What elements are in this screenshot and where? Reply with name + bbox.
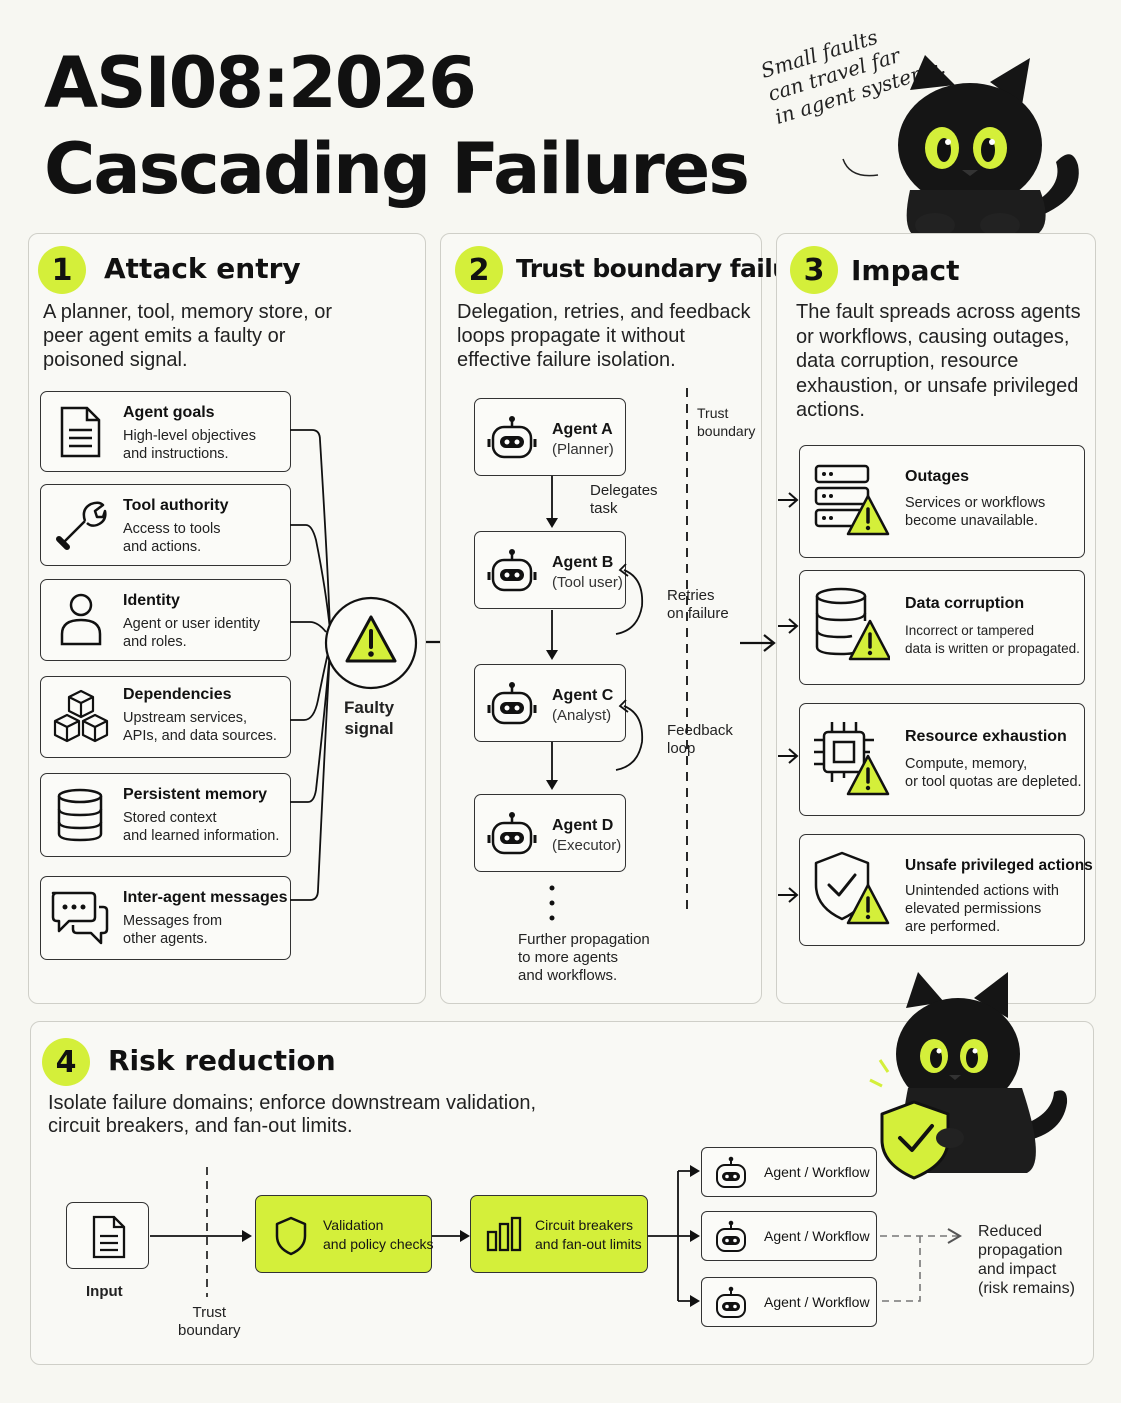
reduced-propagation-label: Reduced propagation and impact (risk rem… [978,1223,1075,1297]
agent-chain-arrows [546,476,644,921]
section-title-risk-reduction: Risk reduction [108,1044,336,1077]
title-code: ASI08:2026 [44,42,477,124]
document-icon [92,1215,126,1259]
validation-policy-checks-box: Validation and policy checks [255,1195,434,1273]
title-main: Cascading Failures [44,128,750,210]
source-card-dependencies: Dependencies Upstream services, APIs, an… [40,676,291,758]
robot-icon [716,1220,746,1252]
impact-card-resource-exhaustion: Resource exhaustion Compute, memory, or … [799,703,1085,816]
impact-card-unsafe-privileged-actions: Unsafe privileged actions Unintended act… [799,834,1093,946]
robot-icon [716,1156,746,1188]
shield-warning-icon [814,851,890,925]
source-card-inter-agent-messages: Inter-agent messages Messages from other… [40,876,291,960]
wrench-icon [56,501,107,550]
retries-label: Retries on failure [667,587,729,622]
section-title-impact: Impact [851,254,960,287]
workflow-card-1: Agent / Workflow [701,1147,877,1197]
arrow-to-impact [740,634,776,652]
risk-flow-arrows [150,1165,700,1307]
shield-icon [275,1216,307,1256]
chip-warning-icon [814,722,890,796]
robot-icon [716,1286,746,1318]
section-desc-trust-boundary-failure: Delegation, retries, and feedback loops … [457,301,751,371]
database-warning-icon [815,587,890,661]
agent-card-c: Agent C (Analyst) [474,664,626,742]
agent-card-d: Agent D (Executor) [474,794,626,872]
section-title-trust-boundary-failure: Trust boundary failure [516,254,818,283]
step-badge-2: 2 [455,246,503,294]
section-desc-impact: The fault spreads across agents or workf… [796,301,1081,421]
bar-chart-icon [486,1216,522,1252]
person-icon [60,593,102,646]
source-card-agent-goals: Agent goals High-level objectives and in… [40,391,291,472]
input-label: Input [86,1283,123,1300]
document-icon [60,406,101,458]
cubes-icon [53,689,109,743]
workflow-card-3: Agent / Workflow [701,1277,877,1327]
robot-icon [487,682,537,725]
step-badge-1: 1 [38,246,86,294]
section-desc-risk-reduction: Isolate failure domains; enforce downstr… [48,1092,537,1137]
trust-boundary-line [686,388,688,916]
reduced-propagation-arrow [880,1228,962,1302]
risk-trust-boundary-label: Trust boundary [178,1304,241,1339]
panel-trust-boundary-failure [440,233,762,1004]
section-title-attack-entry: Attack entry [104,252,301,285]
robot-icon [487,549,537,592]
agent-card-b: Agent B (Tool user) [474,531,626,609]
faulty-signal-icon [324,596,418,690]
database-icon [57,788,103,842]
trust-boundary-label: Trust boundary [697,405,756,439]
delegates-label: Delegates task [590,482,658,517]
agent-card-a: Agent A (Planner) [474,398,626,476]
impact-card-outages: Outages Services or workflows become una… [799,445,1085,558]
workflow-card-2: Agent / Workflow [701,1211,877,1261]
circuit-breakers-box: Circuit breakers and fan-out limits [470,1195,648,1273]
impact-card-data-corruption: Data corruption Incorrect or tampered da… [799,570,1085,685]
robot-icon [487,812,537,855]
further-propagation-label: Further propagation to more agents and w… [518,931,650,984]
chat-icon [51,891,109,945]
server-warning-icon [814,464,890,536]
source-card-tool-authority: Tool authority Access to tools and actio… [40,484,291,566]
black-cat-illustration-top [898,55,1079,238]
feedback-label: Feedback loop [667,722,733,757]
step-badge-4: 4 [42,1038,90,1086]
black-cat-illustration-shield [869,972,1068,1180]
quote-tail-icon [842,158,879,177]
impact-arrows [778,492,799,903]
source-card-persistent-memory: Persistent memory Stored context and lea… [40,773,291,857]
step-badge-3: 3 [790,246,838,294]
robot-icon [487,416,537,459]
input-card [66,1202,149,1269]
source-card-identity: Identity Agent or user identity and role… [40,579,291,661]
faulty-signal-label: Faulty signal [344,698,395,738]
section-desc-attack-entry: A planner, tool, memory store, or peer a… [43,301,333,371]
